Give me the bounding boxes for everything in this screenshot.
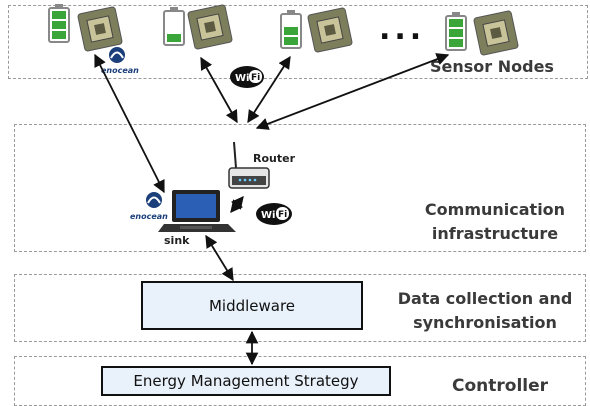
communication-label: Communication infrastructure	[405, 198, 585, 246]
arrow-router-sink	[230, 196, 244, 213]
svg-text:Fi: Fi	[278, 210, 287, 220]
enocean-logo-icon	[146, 192, 162, 208]
energy-management-strategy-label: Energy Management Strategy	[133, 372, 359, 390]
sensor-node-2	[163, 4, 233, 50]
arrow-sensor1-sink	[94, 53, 165, 194]
arrow-sensor2-router	[200, 56, 238, 124]
battery-icon	[280, 10, 302, 49]
more-nodes-ellipsis: ...	[379, 12, 426, 47]
middleware-box[interactable]: Middleware	[141, 281, 363, 330]
data-collection-label: Data collection and synchronisation	[382, 287, 588, 335]
sensor-board-icon	[473, 10, 519, 56]
connection-arrows	[94, 53, 450, 366]
arrow-sensor4-router	[255, 53, 450, 130]
controller-label: Controller	[452, 376, 549, 396]
sensor-node-3	[280, 7, 353, 53]
data-collection-label-line1: Data collection and	[397, 289, 573, 308]
middleware-label: Middleware	[208, 296, 296, 315]
communication-label-line2: infrastructure	[431, 224, 559, 243]
laptop-sink-icon	[158, 190, 236, 232]
arrow-sink-middleware	[205, 234, 234, 282]
sensor-nodes-label: Sensor Nodes	[430, 57, 554, 76]
svg-text:Wi: Wi	[235, 73, 249, 84]
sensor-board-icon	[307, 7, 353, 53]
wifi-logo-icon: Wi Fi	[230, 66, 264, 88]
data-collection-label-line2: synchronisation	[413, 313, 557, 332]
svg-text:enocean: enocean	[101, 66, 139, 75]
router-icon	[228, 141, 270, 189]
arrow-sensor3-router	[247, 55, 291, 124]
sensor-node-4	[445, 10, 519, 56]
wifi-logo-icon: Wi Fi	[256, 203, 292, 225]
communication-label-line1: Communication	[424, 200, 566, 219]
battery-icon	[445, 12, 467, 51]
enocean-logo-icon	[109, 47, 125, 63]
router-label: Router	[253, 152, 296, 165]
sensor-board-icon	[187, 4, 233, 50]
data-collection-layer	[14, 274, 586, 342]
svg-text:Fi: Fi	[251, 73, 260, 83]
svg-text:enocean: enocean	[130, 212, 168, 221]
battery-icon	[163, 7, 185, 46]
battery-icon	[48, 4, 70, 43]
energy-management-strategy-box[interactable]: Energy Management Strategy	[101, 366, 391, 396]
sink-label: sink	[164, 234, 190, 247]
sensor-node-1	[48, 4, 123, 52]
sensor-board-icon	[77, 6, 123, 52]
svg-text:Wi: Wi	[261, 210, 275, 221]
